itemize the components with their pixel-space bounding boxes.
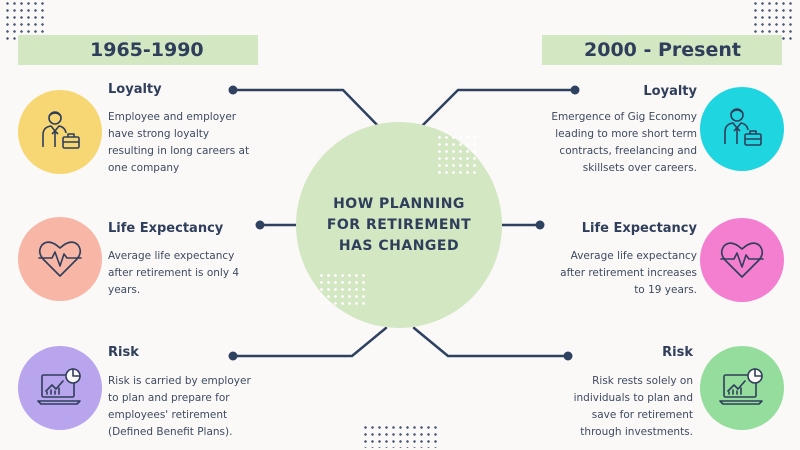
icon-circle-right-life: [700, 218, 784, 302]
right-loyalty-text: Emergence of Gig Economy leading to more…: [551, 111, 697, 174]
left-life-text: Average life expectancy after retirement…: [108, 250, 240, 296]
icon-circle-left-loyalty: [18, 90, 102, 174]
heartbeat-icon: [38, 241, 82, 277]
right-loyalty-title: Loyalty: [643, 84, 697, 99]
icon-circle-left-life: [18, 217, 102, 301]
right-risk-text: Risk rests solely on individuals to plan…: [573, 375, 693, 438]
icon-circle-right-loyalty: [700, 87, 784, 171]
employee-briefcase-icon: [724, 108, 762, 146]
laptop-chart-icon: [719, 368, 763, 405]
decorative-dots-center-bottom: [318, 272, 368, 308]
connector-dot: [228, 85, 238, 95]
laptop-chart-icon: [37, 368, 81, 405]
right-life-text: Average life expectancy after retirement…: [560, 250, 697, 296]
connector-dot: [228, 351, 238, 361]
connector-left-loyalty: [231, 88, 385, 133]
employee-briefcase-icon: [42, 111, 80, 149]
left-risk-title: Risk: [108, 345, 139, 360]
era-header-right: 2000 - Present: [542, 35, 782, 65]
connector-dot: [255, 220, 265, 230]
left-loyalty-text: Employee and employer have strong loyalt…: [108, 111, 250, 174]
heartbeat-icon: [720, 242, 764, 278]
right-risk-title: Risk: [662, 345, 693, 360]
decorative-dots-center-top: [436, 134, 478, 176]
connector-left-risk: [231, 326, 388, 358]
connector-dot: [535, 220, 545, 230]
left-life-title: Life Expectancy: [108, 221, 224, 236]
center-circle: HOW PLANNING FOR RETIREMENT HAS CHANGED: [296, 122, 502, 328]
right-life-title: Life Expectancy: [581, 221, 697, 236]
era-label-right: 2000 - Present: [584, 39, 741, 61]
center-title: HOW PLANNING FOR RETIREMENT HAS CHANGED: [326, 195, 472, 254]
connector-right-risk: [412, 326, 570, 358]
left-risk-text: Risk is carried by employer to plan and …: [108, 375, 251, 438]
icon-circle-left-risk: [18, 346, 102, 430]
decorative-dots-bottom: [362, 424, 440, 448]
left-loyalty-title: Loyalty: [108, 82, 162, 97]
era-label-left: 1965-1990: [90, 39, 204, 61]
connector-dot: [570, 85, 580, 95]
connector-dot: [563, 351, 573, 361]
icon-circle-right-risk: [700, 346, 784, 430]
era-header-left: 1965-1990: [18, 35, 258, 65]
connector-right-loyalty: [415, 88, 577, 133]
